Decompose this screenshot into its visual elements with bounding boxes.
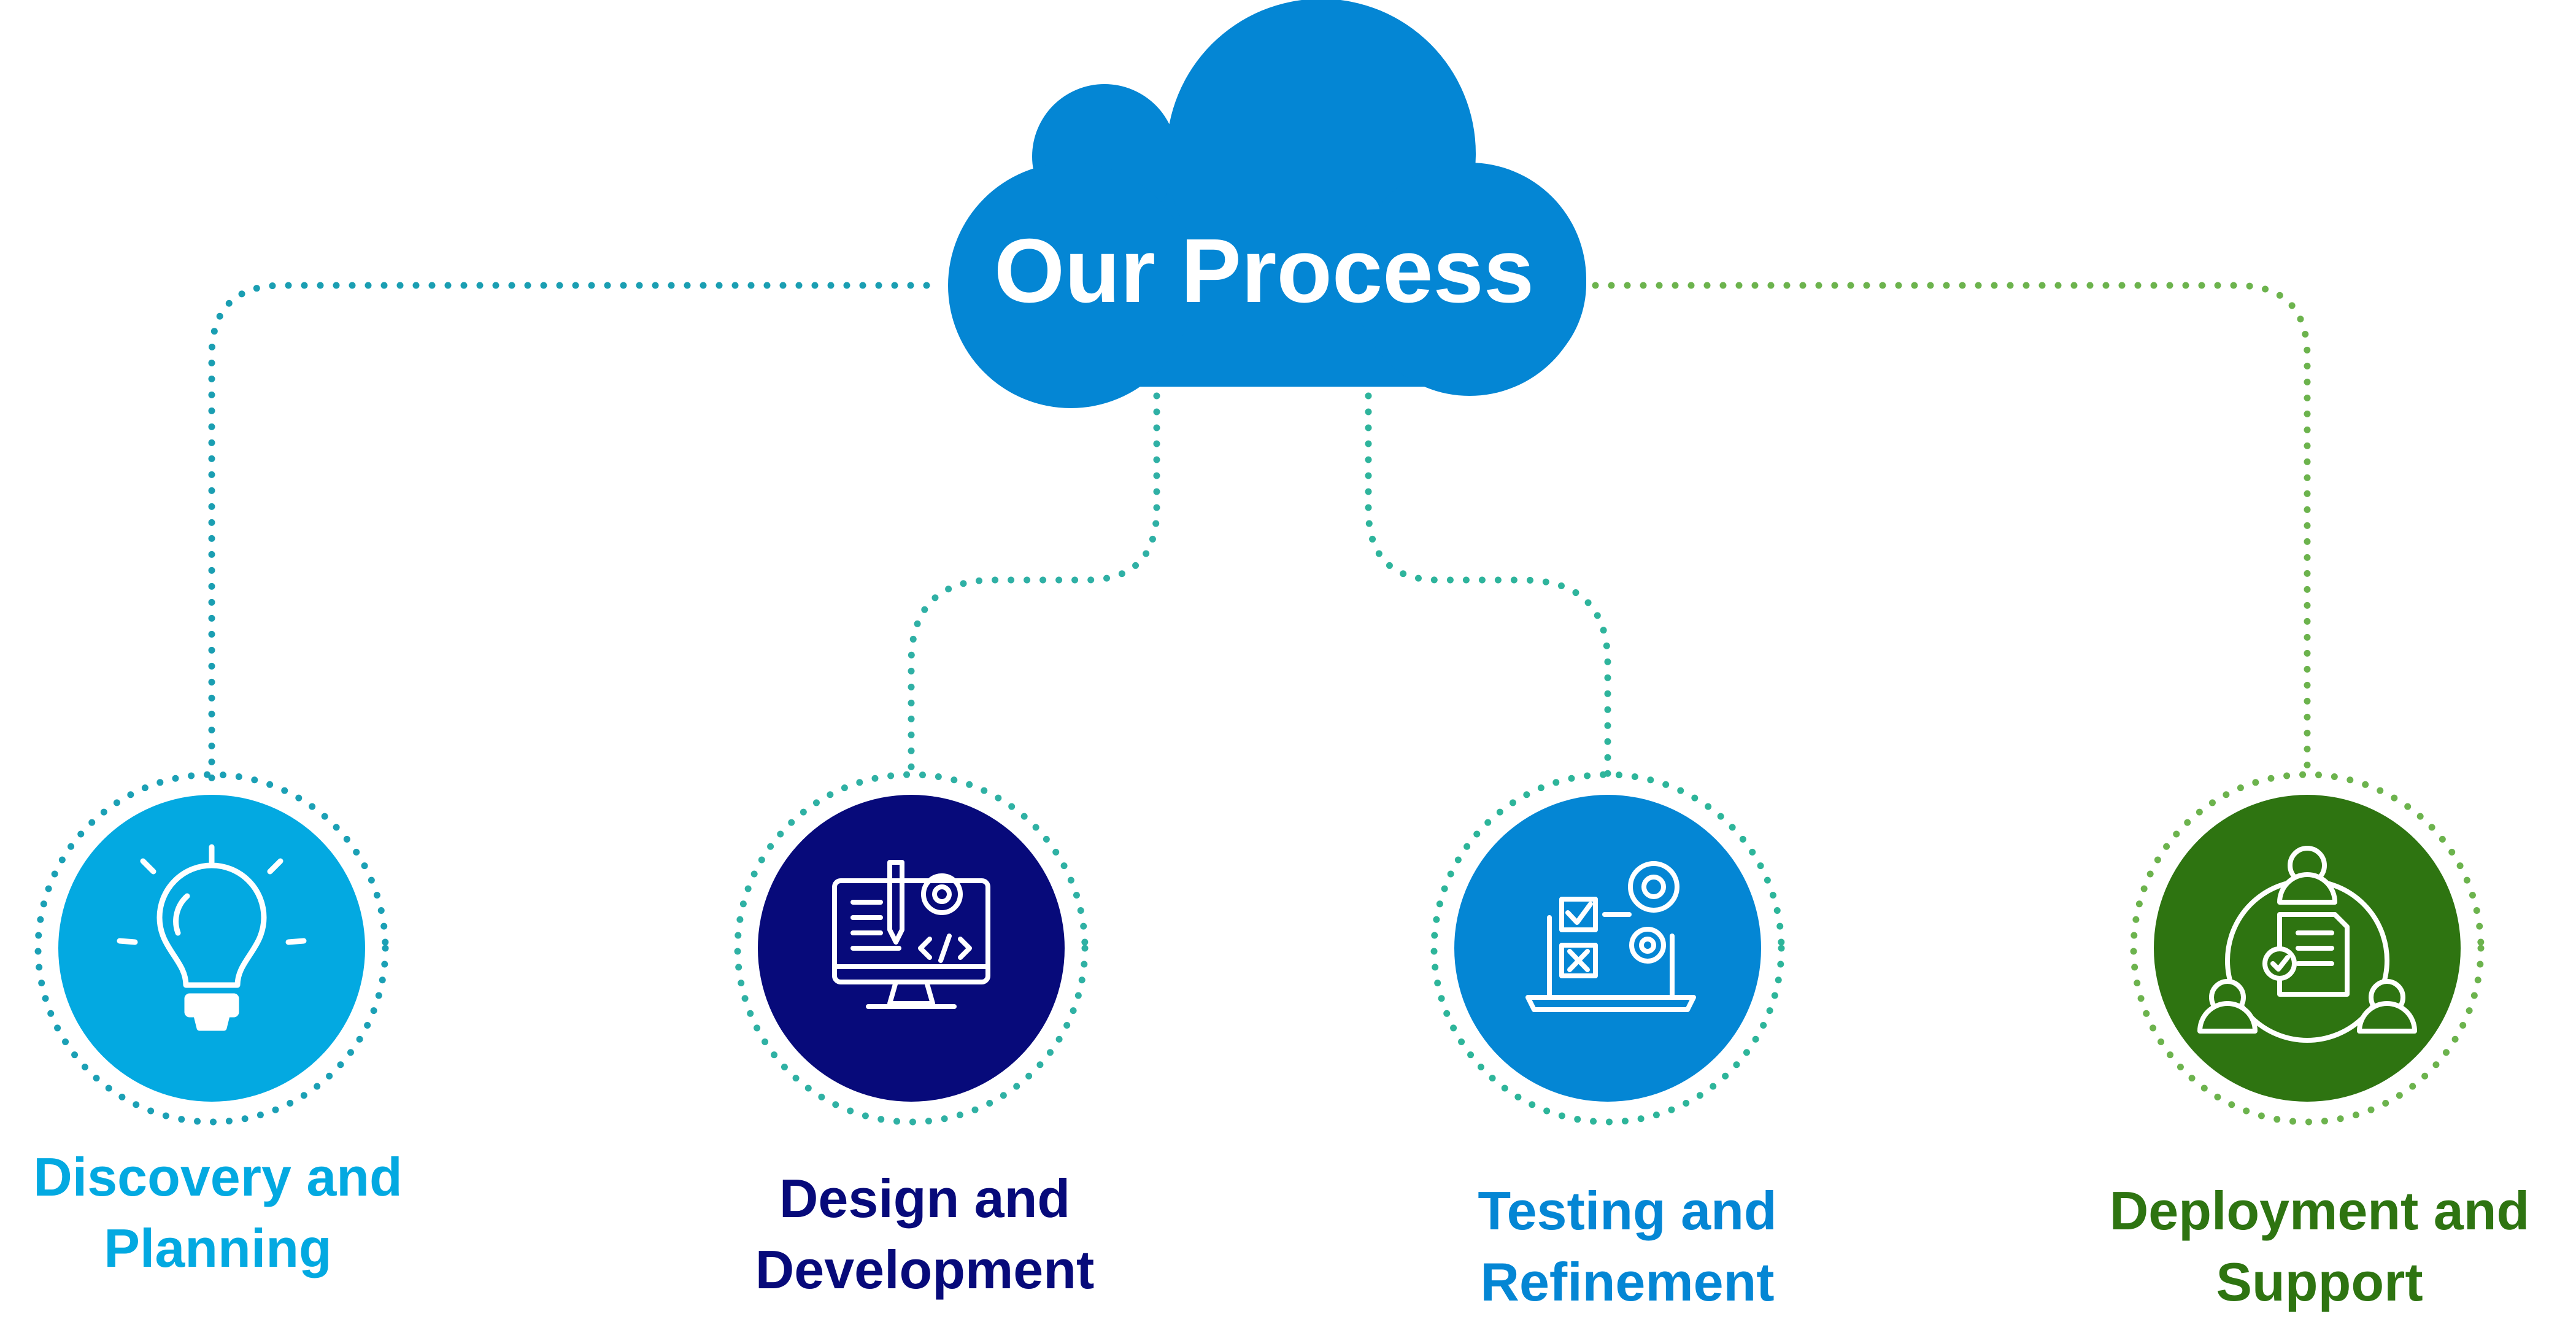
step-circle-testing [1454, 795, 1761, 1102]
connector-deployment [1592, 282, 2311, 783]
step-deployment [2130, 771, 2485, 1126]
step-ring-design [734, 771, 1089, 1126]
step-ring-discovery [34, 771, 389, 1126]
step-design [734, 771, 1089, 1126]
cloud-title: Our Process [994, 220, 1534, 322]
connector-design [908, 392, 1160, 783]
lightbulb-icon [117, 844, 307, 1031]
connector-testing [1365, 392, 1611, 783]
step-discovery [34, 771, 389, 1126]
monitor-code-icon [832, 860, 990, 1009]
connector-discovery [208, 282, 930, 783]
step-circle-design [758, 795, 1065, 1102]
cloud-shape [948, 0, 1586, 408]
team-document-icon [2197, 846, 2417, 1043]
step-label-deployment: Deployment and Support [2109, 1180, 2530, 1312]
connectors [208, 282, 2311, 783]
step-ring-testing [1430, 771, 1785, 1126]
step-label-testing: Testing and Refinement [1478, 1180, 1777, 1312]
step-circle-discovery [58, 795, 365, 1102]
step-testing [1430, 771, 1785, 1126]
step-label-design: Design and Development [755, 1168, 1095, 1300]
step-ring-deployment [2130, 771, 2485, 1126]
step-label-discovery: Discovery and Planning [33, 1146, 403, 1278]
laptop-checklist-gear-icon [1525, 861, 1696, 1012]
